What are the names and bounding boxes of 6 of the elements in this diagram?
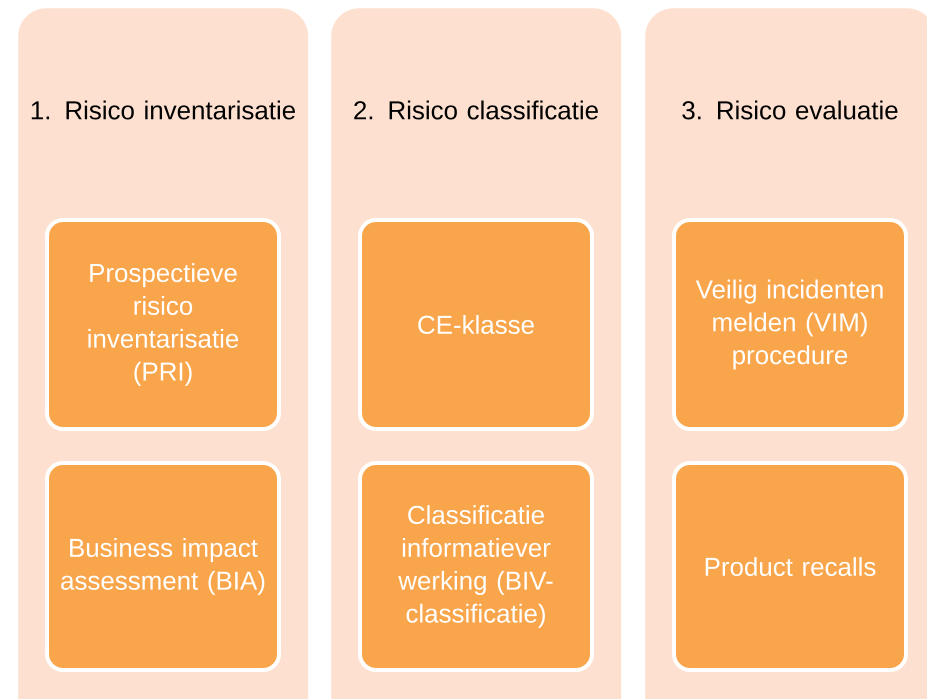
process-box: Veilig incidenten melden (VIM) procedure — [672, 218, 908, 431]
process-box: Business impact assessment (BIA) — [45, 461, 281, 672]
process-box: CE-klasse — [358, 218, 594, 431]
process-box: Prospectieve risico inventarisatie (PRI) — [45, 218, 281, 431]
process-box: Classificatie informatiever werking (BIV-classificatie) — [358, 461, 594, 672]
process-box: Product recalls — [672, 461, 908, 672]
